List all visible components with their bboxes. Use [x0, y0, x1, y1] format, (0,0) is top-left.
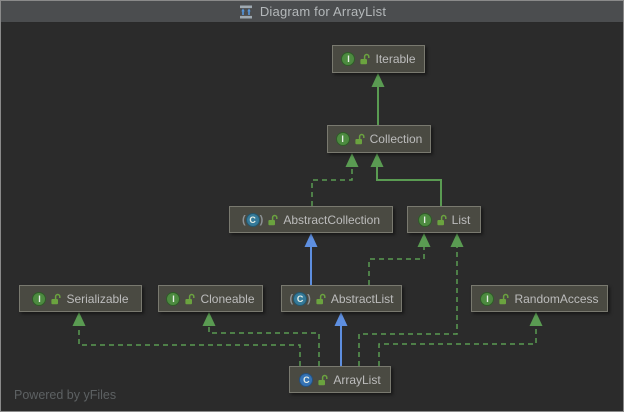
yfiles-watermark: Powered by yFiles [14, 388, 117, 402]
public-lock-icon [318, 374, 328, 385]
node-label: Cloneable [200, 291, 255, 306]
node-label: List [451, 212, 471, 227]
node-label: AbstractCollection [283, 212, 381, 227]
type-icon: ( I ) [335, 132, 350, 146]
public-lock-icon [268, 214, 278, 225]
type-icon: ( I ) [480, 291, 495, 306]
node-label: Iterable [375, 52, 416, 66]
public-lock-icon [316, 293, 326, 304]
arrowhead-array-list-to-cloneable [202, 312, 216, 326]
arrowhead-array-list-to-abstract-list [334, 312, 348, 326]
public-lock-icon [185, 293, 196, 304]
node-list[interactable]: ( I ) List [407, 206, 481, 233]
public-lock-icon [51, 293, 62, 304]
node-label: ArrayList [333, 372, 381, 387]
type-icon: ( C ) [289, 291, 311, 306]
node-iterable[interactable]: ( I ) Iterable [332, 45, 425, 73]
type-letter: I [166, 291, 181, 306]
page-title: Diagram for ArrayList [259, 4, 387, 19]
arrowhead-list-to-collection [370, 153, 384, 167]
type-letter: I [417, 212, 432, 227]
arrowhead-array-list-to-serializable [72, 312, 86, 326]
edge-array-list-implements-list [358, 247, 458, 366]
arrowhead-array-list-to-random-access [529, 312, 543, 326]
node-abstract-list[interactable]: ( C ) AbstractList [281, 285, 402, 312]
abstract-paren-left: ( [241, 213, 246, 226]
edge-array-list-implements-serializable [78, 326, 301, 366]
type-letter: I [480, 291, 495, 306]
node-serializable[interactable]: ( I ) Serializable [19, 285, 142, 312]
public-lock-icon [360, 53, 371, 65]
public-lock-icon [355, 133, 365, 145]
arrowhead-array-list-to-list [450, 233, 464, 247]
abstract-paren-right: ) [259, 213, 264, 226]
type-letter: C [245, 212, 260, 227]
type-letter: I [32, 291, 47, 306]
type-icon: ( I ) [341, 52, 356, 66]
abstract-paren-left: ( [289, 292, 294, 305]
uml-diagram-icon [239, 5, 252, 18]
edge-list-extends-collection [376, 167, 442, 206]
edge-array-list-implements-cloneable [208, 326, 320, 366]
diagram-titlebar: Diagram for ArrayList [1, 1, 623, 23]
edge-abstract-list-implements-list [368, 247, 425, 285]
node-label: AbstractList [330, 291, 394, 306]
edge-array-list-implements-random-access [378, 326, 537, 366]
arrowhead-collection-to-iterable [371, 73, 385, 87]
node-array-list[interactable]: ( C ) ArrayList [289, 366, 391, 393]
type-icon: ( I ) [417, 212, 432, 227]
abstract-paren-right: ) [307, 292, 311, 305]
node-collection[interactable]: ( I ) Collection [327, 125, 431, 153]
type-icon: ( I ) [166, 291, 181, 306]
edge-abstract-collection-implements-collection [311, 167, 353, 206]
type-letter: C [299, 372, 314, 387]
type-letter: C [293, 291, 308, 306]
node-cloneable[interactable]: ( I ) Cloneable [158, 285, 263, 312]
arrowhead-abstract-collection-to-collection [345, 153, 359, 167]
arrowhead-abstract-list-to-list [417, 233, 431, 247]
node-random-access[interactable]: ( I ) RandomAccess [471, 285, 608, 312]
public-lock-icon [437, 214, 447, 225]
node-label: RandomAccess [514, 291, 599, 306]
node-label: Serializable [66, 291, 129, 306]
type-icon: ( C ) [299, 372, 314, 387]
type-icon: ( I ) [32, 291, 47, 306]
node-abstract-collection[interactable]: ( C ) AbstractCollection [229, 206, 393, 233]
type-letter: I [335, 132, 350, 146]
type-letter: I [341, 52, 356, 66]
arrowhead-abstract-list-to-abstract-collection [304, 233, 318, 247]
node-label: Collection [369, 132, 423, 146]
public-lock-icon [499, 293, 510, 304]
type-icon: ( C ) [241, 212, 264, 227]
